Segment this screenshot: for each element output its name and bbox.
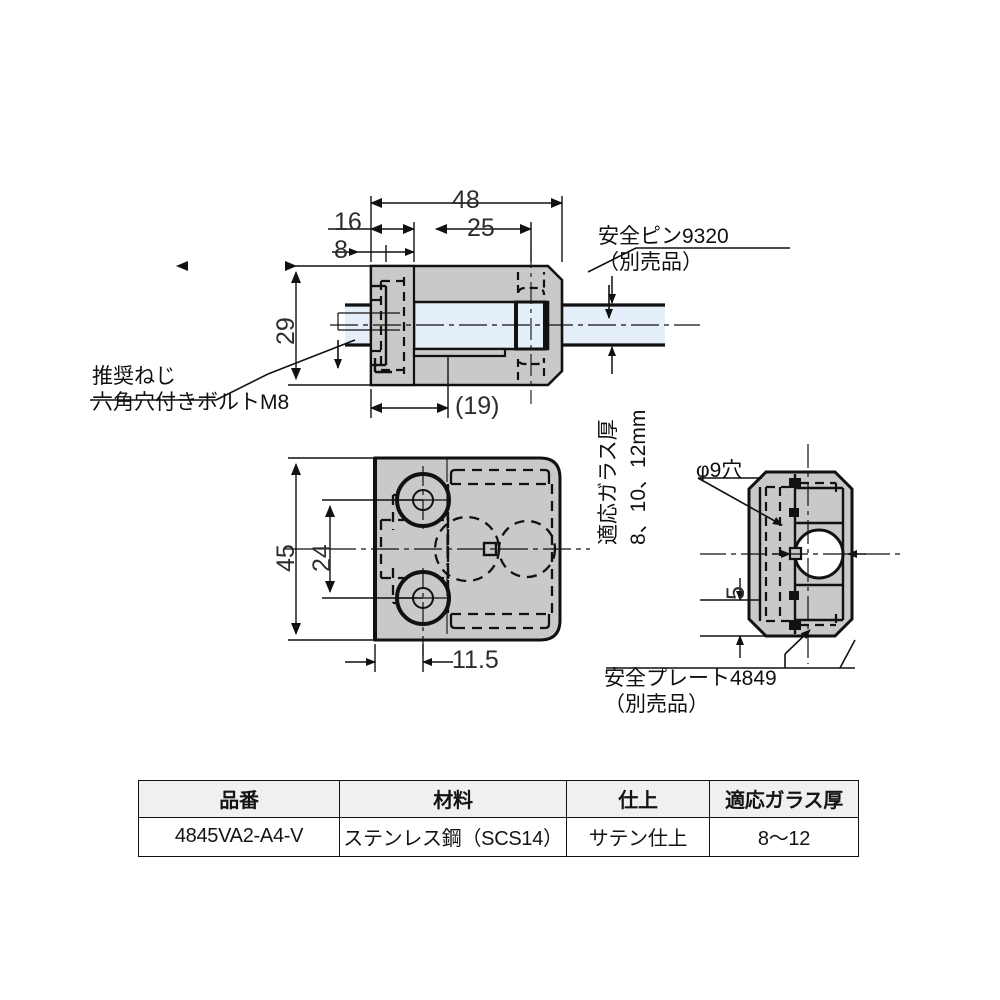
front-dimension-lines — [288, 457, 453, 672]
front-view-geometry — [285, 456, 590, 660]
end-view-geometry — [700, 444, 900, 664]
table-header-part-number: 品番 — [138, 780, 340, 818]
dimension-8: 8 — [334, 236, 348, 264]
end-view-tabs — [789, 478, 801, 630]
callout-safety-plate: 安全プレート4849 （別売品） — [604, 666, 777, 718]
table-row: 4845VA2-A4-V ステンレス鋼（SCS14） サテン仕上 8〜12 — [138, 817, 859, 857]
section-dimension-lines — [176, 196, 563, 418]
glass-thickness-values: 8、10、12mm — [627, 409, 650, 545]
callout-safety-plate-line2: （別売品） — [604, 693, 709, 716]
end-view-callout-leaders — [606, 477, 856, 669]
callout-safety-pin: 安全ピン9320 （別売品） — [598, 224, 729, 276]
table-header-finish: 仕上 — [566, 780, 710, 818]
table-cell-part-number: 4845VA2-A4-V — [138, 817, 340, 857]
table-cell-finish: サテン仕上 — [566, 817, 710, 857]
callout-recommended-screw-line2: 六角穴付きボルトM8 — [92, 391, 290, 414]
end-view-center-lines — [700, 444, 900, 664]
dimension-25: 25 — [467, 214, 495, 242]
callout-hole-diameter: φ9穴 — [696, 459, 743, 482]
table-cell-glass-thickness: 8〜12 — [709, 817, 859, 857]
callout-recommended-screw: 推奨ねじ 六角穴付きボルトM8 — [92, 364, 289, 416]
dimension-5: 5 — [722, 586, 750, 600]
table-header-material: 材料 — [339, 780, 567, 818]
dimension-16: 16 — [334, 208, 362, 236]
dimension-19-ref: (19) — [455, 392, 500, 420]
dimension-11-5: 11.5 — [452, 646, 499, 674]
callout-safety-pin-line2: （別売品） — [598, 251, 703, 274]
hidden-screw-lines — [372, 277, 406, 374]
callout-recommended-screw-line1: 推奨ねじ — [92, 365, 176, 388]
end-view-dimension-lines — [700, 578, 766, 658]
cavity-shelf — [412, 347, 507, 358]
specification-table: 品番 材料 仕上 適応ガラス厚 4845VA2-A4-V ステンレス鋼（SCS1… — [138, 780, 859, 857]
table-cell-material: ステンレス鋼（SCS14） — [339, 817, 567, 857]
glass-thickness-label: 適応ガラス厚 — [597, 419, 620, 545]
dimension-45: 45 — [272, 544, 300, 572]
callout-safety-plate-line1: 安全プレート4849 — [604, 667, 777, 690]
section-callout-leaders — [90, 247, 790, 401]
table-header-row: 品番 材料 仕上 適応ガラス厚 — [138, 780, 859, 818]
dimension-24: 24 — [308, 544, 336, 572]
dimension-48: 48 — [452, 186, 480, 214]
callout-safety-pin-line1: 安全ピン9320 — [598, 225, 729, 248]
dimension-29: 29 — [272, 317, 300, 345]
table-header-glass-thickness: 適応ガラス厚 — [709, 780, 859, 818]
